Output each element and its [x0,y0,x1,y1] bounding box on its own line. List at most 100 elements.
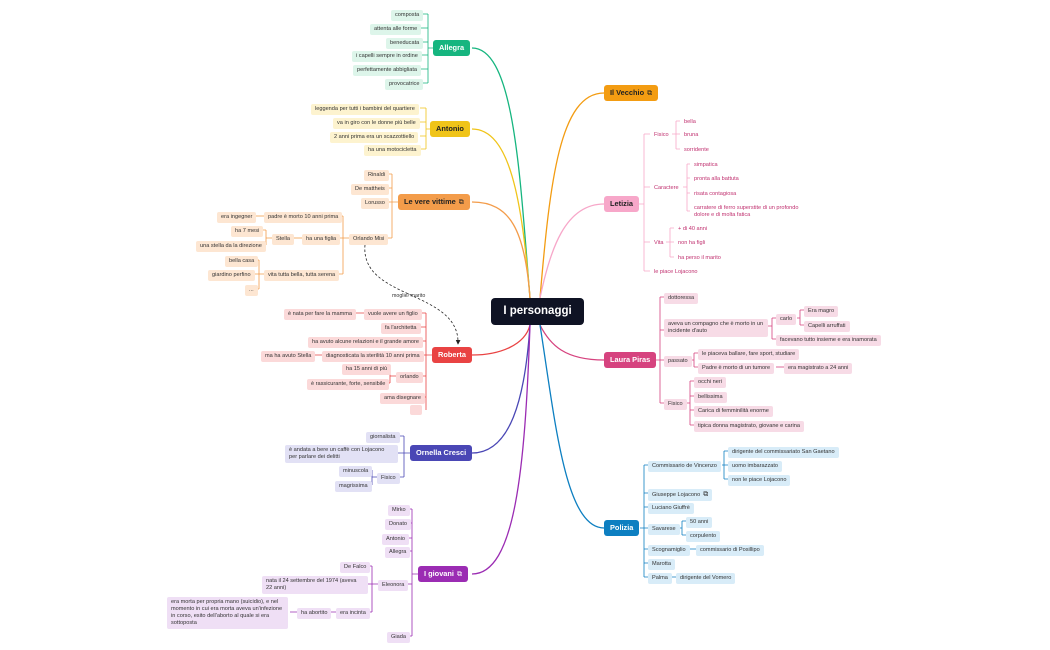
antonio-item[interactable]: va in giro con le donne più belle [333,118,420,129]
laura-fisico-sub[interactable]: tipica donna magistrato, giovane e carin… [694,421,804,432]
polizia-lojacono[interactable]: Giuseppe Lojacono⧉ [648,489,713,501]
letizia-vita[interactable]: Vita [654,240,664,246]
polizia-savarese[interactable]: Savarese [648,524,680,535]
letizia-fisico-sub[interactable]: bruna [684,132,699,138]
roberta-orlando-sub[interactable]: è rassicurante, forte, sensibile [307,379,390,390]
roberta-disegnare[interactable]: ama disegnare [380,393,426,404]
roberta-sterilita[interactable]: diagnosticata la sterilità 10 anni prima [322,351,424,362]
polizia-marotta[interactable]: Marotta [648,559,675,570]
laura-carlo[interactable]: carlo [776,314,797,325]
letizia-carattere-sub[interactable]: pronta alla battuta [694,176,739,182]
letizia-fisico[interactable]: Fisico [654,132,669,138]
laura-fisico-sub[interactable]: occhi neri [694,377,726,388]
eleonora-sub[interactable]: nata il 24 settembre del 1974 (aveva 22 … [262,576,368,594]
allegra-item[interactable]: provocatrice [385,79,424,90]
stella-node[interactable]: Stella [272,234,294,245]
polizia-giuffre[interactable]: Luciano Giuffrè [648,503,694,514]
antonio-item[interactable]: 2 anni prima era un scazzottiello [330,132,419,143]
vittima-item[interactable]: Rinaldi [364,170,390,181]
giovani-item[interactable]: Antonio [382,534,409,545]
commissario-sub[interactable]: non le piace Lojacono [728,475,791,486]
laura-carlo-sub[interactable]: Capelli arruffati [804,321,850,332]
letizia-fisico-sub[interactable]: bella [684,119,696,125]
polizia-palma[interactable]: Palma [648,573,672,584]
stella-sub[interactable]: ha 7 mesi [231,226,264,237]
ornella-fisico-sub[interactable]: minuscola [339,466,373,477]
root-topic[interactable]: I personaggi [491,298,584,325]
allegra-item[interactable]: composta [391,10,424,21]
giovani-giada[interactable]: Giada [387,632,410,643]
eleonora-incinta[interactable]: era incinta [336,608,370,619]
letizia-vita-sub[interactable]: + di 40 anni [678,226,708,232]
allegra-item[interactable]: perfettamente abbigliata [353,65,422,76]
ornella-fisico-sub[interactable]: magrissima [335,481,372,492]
commissario-sub[interactable]: dirigente del commissariato San Gaetano [728,447,839,458]
letizia-carattere-sub[interactable]: simpatica [694,162,718,168]
vittima-item[interactable]: Lorusso [361,198,389,209]
roberta-architetta[interactable]: fa l'architetta [381,323,421,334]
roberta-orlando[interactable]: orlando [396,372,423,383]
orlando-padre-sub[interactable]: era ingegner [217,212,257,223]
eleonora-node[interactable]: Eleonora [378,580,409,591]
scognamiglio-sub[interactable]: commissario di Posillipo [696,545,764,556]
letizia-vita-sub[interactable]: ha perso il marito [678,255,721,261]
branch-vecchio[interactable]: Il Vecchio⧉ [604,85,659,101]
roberta-figlio-sub[interactable]: è nata per fare la mamma [284,309,357,320]
giovani-item[interactable]: Allegra [385,547,411,558]
roberta-empty-node[interactable] [410,405,422,415]
allegra-item[interactable]: i capelli sempre in ordine [352,51,422,62]
laura-fisico-sub[interactable]: Carica di femminilità enorme [694,406,773,417]
branch-laura-piras[interactable]: Laura Piras [604,352,657,368]
laura-fisico[interactable]: Fisico [664,399,687,410]
laura-carlo-sub[interactable]: Era magro [804,306,839,317]
polizia-scognamiglio[interactable]: Scognamiglio [648,545,690,556]
giovani-item[interactable]: Mirko [388,505,410,516]
savarese-sub[interactable]: 50 anni [686,517,713,528]
branch-allegra[interactable]: Allegra [433,40,471,56]
orlando-padre-node[interactable]: padre è morto 10 anni prima [264,212,343,223]
roberta-sterilita-sub[interactable]: ma ha avuto Stella [261,351,316,362]
antonio-item[interactable]: leggenda per tutti i bambini del quartie… [311,104,419,115]
roberta-orlando-sub[interactable]: ha 15 anni di più [342,364,392,375]
letizia-carattere-sub[interactable]: risata contagiosa [694,191,737,197]
eleonora-sub[interactable]: De Falco [340,562,371,573]
letizia-carattere[interactable]: Caractere [654,185,679,191]
vittima-item[interactable]: De mattheis [351,184,389,195]
laura-fisico-sub[interactable]: bellissima [694,392,727,403]
roberta-relazioni[interactable]: ha avuto alcune relazioni e il grande am… [308,337,423,348]
branch-antonio[interactable]: Antonio [430,121,470,137]
laura-passato-sub[interactable]: le piaceva ballare, fare sport, studiare [698,349,800,360]
branch-giovani[interactable]: I giovani⧉ [418,566,468,582]
branch-letizia[interactable]: Letizia [604,196,639,212]
branch-ornella[interactable]: Ornella Cresci [410,445,473,461]
laura-compagno[interactable]: aveva un compagno che è morto in un inci… [664,319,768,337]
polizia-commissario[interactable]: Commissario de Vincenzo [648,461,721,472]
commissario-sub[interactable]: uomo imbarazzato [728,461,783,472]
laura-magistrato[interactable]: era magistrato a 24 anni [784,363,853,374]
orlando-figlia-node[interactable]: ha una figlia [302,234,341,245]
branch-polizia[interactable]: Polizia [604,520,640,536]
orlando-misi-node[interactable]: Orlando Misi [349,234,389,245]
allegra-item[interactable]: attenta alle forme [370,24,422,35]
branch-roberta[interactable]: Roberta [432,347,472,363]
orlando-vita-node[interactable]: vita tutta bella, tutta serena [264,270,340,281]
laura-passato[interactable]: passato [664,356,692,367]
ornella-item[interactable]: è andata a bere un caffè con Lojacono pe… [285,445,398,463]
branch-vere-vittime[interactable]: Le vere vittime⧉ [398,194,470,210]
letizia-vita-sub[interactable]: non ha figli [678,240,706,246]
eleonora-aborto-sub[interactable]: era morta per propria mano (suicidio), e… [167,597,288,629]
laura-insieme[interactable]: facevano tutto insieme e era inamorata [776,335,881,346]
laura-dottoressa[interactable]: dottoressa [664,293,699,304]
vita-sub[interactable]: giardino perfino [208,270,255,281]
antonio-item[interactable]: ha una motocicletta [364,145,421,156]
savarese-sub[interactable]: corpulento [686,531,721,542]
roberta-figlio[interactable]: vuole avere un figlio [364,309,422,320]
allegra-item[interactable]: beneducata [386,38,424,49]
eleonora-aborto[interactable]: ha abortito [297,608,332,619]
vita-sub[interactable]: ... [245,285,258,296]
stella-sub[interactable]: una stella da la direzione [196,241,266,252]
ornella-item[interactable]: giornalista [366,432,400,443]
vita-sub[interactable]: bella casa [225,256,259,267]
giovani-item[interactable]: Donato [385,519,412,530]
laura-passato-sub[interactable]: Padre è morto di un tumore [698,363,775,374]
